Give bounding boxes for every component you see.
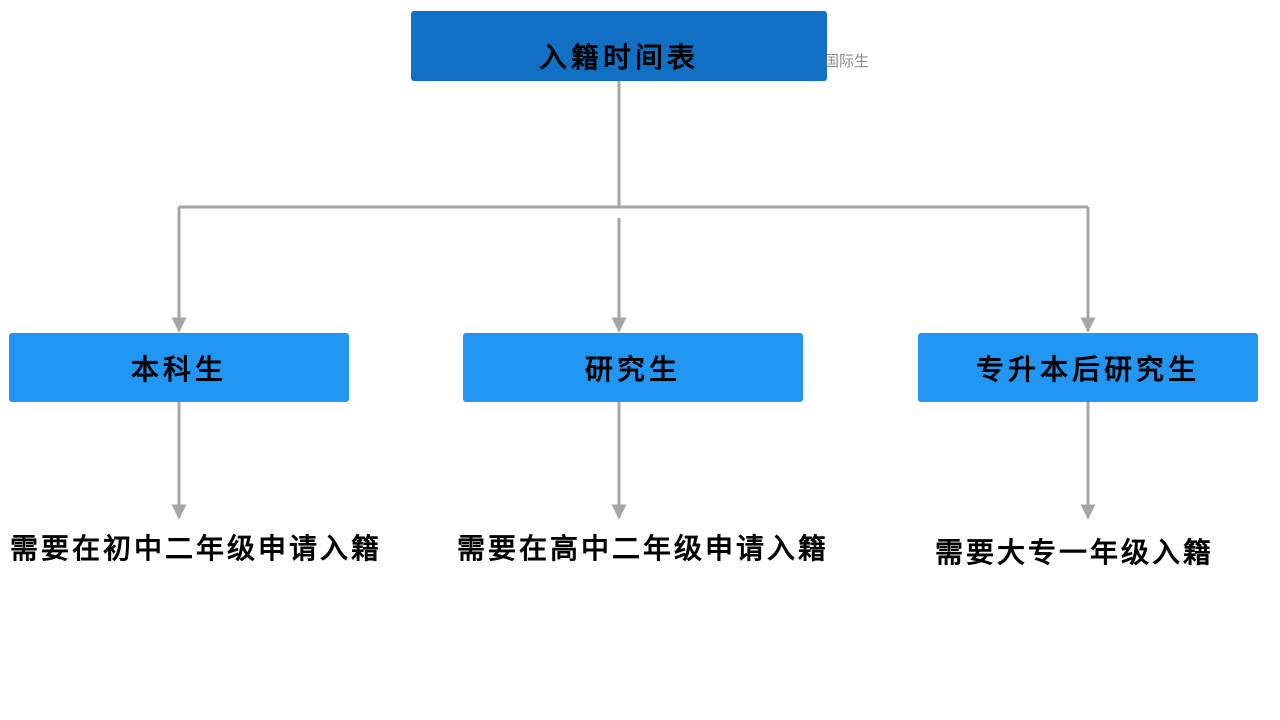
node-graduate-label: 研究生 bbox=[584, 352, 681, 386]
node-undergraduate: 本科生 bbox=[9, 333, 349, 402]
requirement-undergraduate: 需要在初中二年级申请入籍 bbox=[10, 532, 383, 565]
root-node: 入籍时间表 bbox=[411, 11, 827, 81]
watermark-text: 国际生 bbox=[824, 52, 870, 70]
requirement-upgrade-graduate: 需要大专一年级入籍 bbox=[935, 536, 1215, 569]
node-upgrade-graduate-label: 专升本后研究生 bbox=[975, 352, 1200, 386]
root-node-label: 入籍时间表 bbox=[538, 41, 699, 74]
node-graduate: 研究生 bbox=[463, 333, 803, 402]
node-upgrade-graduate: 专升本后研究生 bbox=[918, 333, 1258, 402]
node-undergraduate-label: 本科生 bbox=[130, 352, 227, 386]
requirement-graduate: 需要在高中二年级申请入籍 bbox=[457, 532, 830, 565]
